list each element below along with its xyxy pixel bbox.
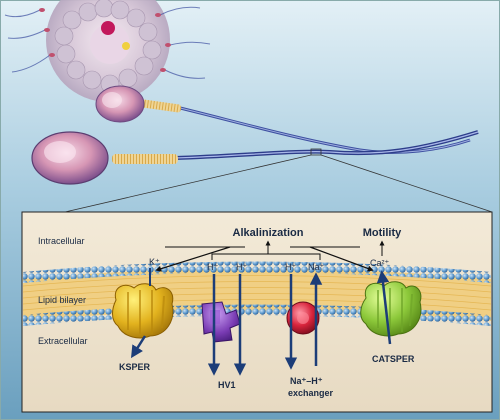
ca-ion-label: Ca²⁺ — [370, 258, 390, 268]
hv1-label: HV1 — [218, 380, 236, 390]
ksper-arrow — [130, 335, 147, 359]
sperm-icon — [31, 130, 479, 185]
catsper-label: CATSPER — [372, 354, 415, 364]
intracellular-label: Intracellular — [38, 236, 85, 246]
egg-cell-icon — [4, 0, 211, 102]
arrow-to-k — [155, 246, 231, 272]
k-ion-label: K⁺ — [149, 257, 160, 267]
ksper-channel-icon — [112, 283, 174, 339]
h-ion-label-3: H⁺ — [285, 262, 296, 272]
ksper-label: KSPER — [119, 362, 151, 372]
extracellular-label: Extracellular — [38, 336, 88, 346]
alkalinization-label: Alkalinization — [233, 227, 304, 239]
zoom-line-left — [64, 154, 312, 213]
exchanger-label-line1: Na⁺–H⁺ — [290, 376, 323, 386]
zoom-line-right — [320, 154, 493, 213]
sperm-icon — [95, 85, 471, 154]
membrane-panel: Intracellular Lipid bilayer Extracellula… — [21, 211, 493, 413]
h-ion-label-2: H⁺ — [236, 262, 247, 272]
lipid-bilayer-label: Lipid bilayer — [38, 295, 86, 305]
h-ion-label-1: H⁺ — [207, 262, 218, 272]
arrow-to-ca — [309, 246, 374, 272]
exchanger-label-line2: exchanger — [288, 388, 334, 398]
na-ion-label: Na⁺ — [308, 262, 325, 272]
catsper-arrow — [376, 270, 392, 345]
exchanger-icon — [286, 301, 320, 335]
catsper-channel-icon — [360, 281, 422, 337]
motility-label: Motility — [363, 227, 402, 239]
alkalinization-bracket — [165, 240, 360, 260]
